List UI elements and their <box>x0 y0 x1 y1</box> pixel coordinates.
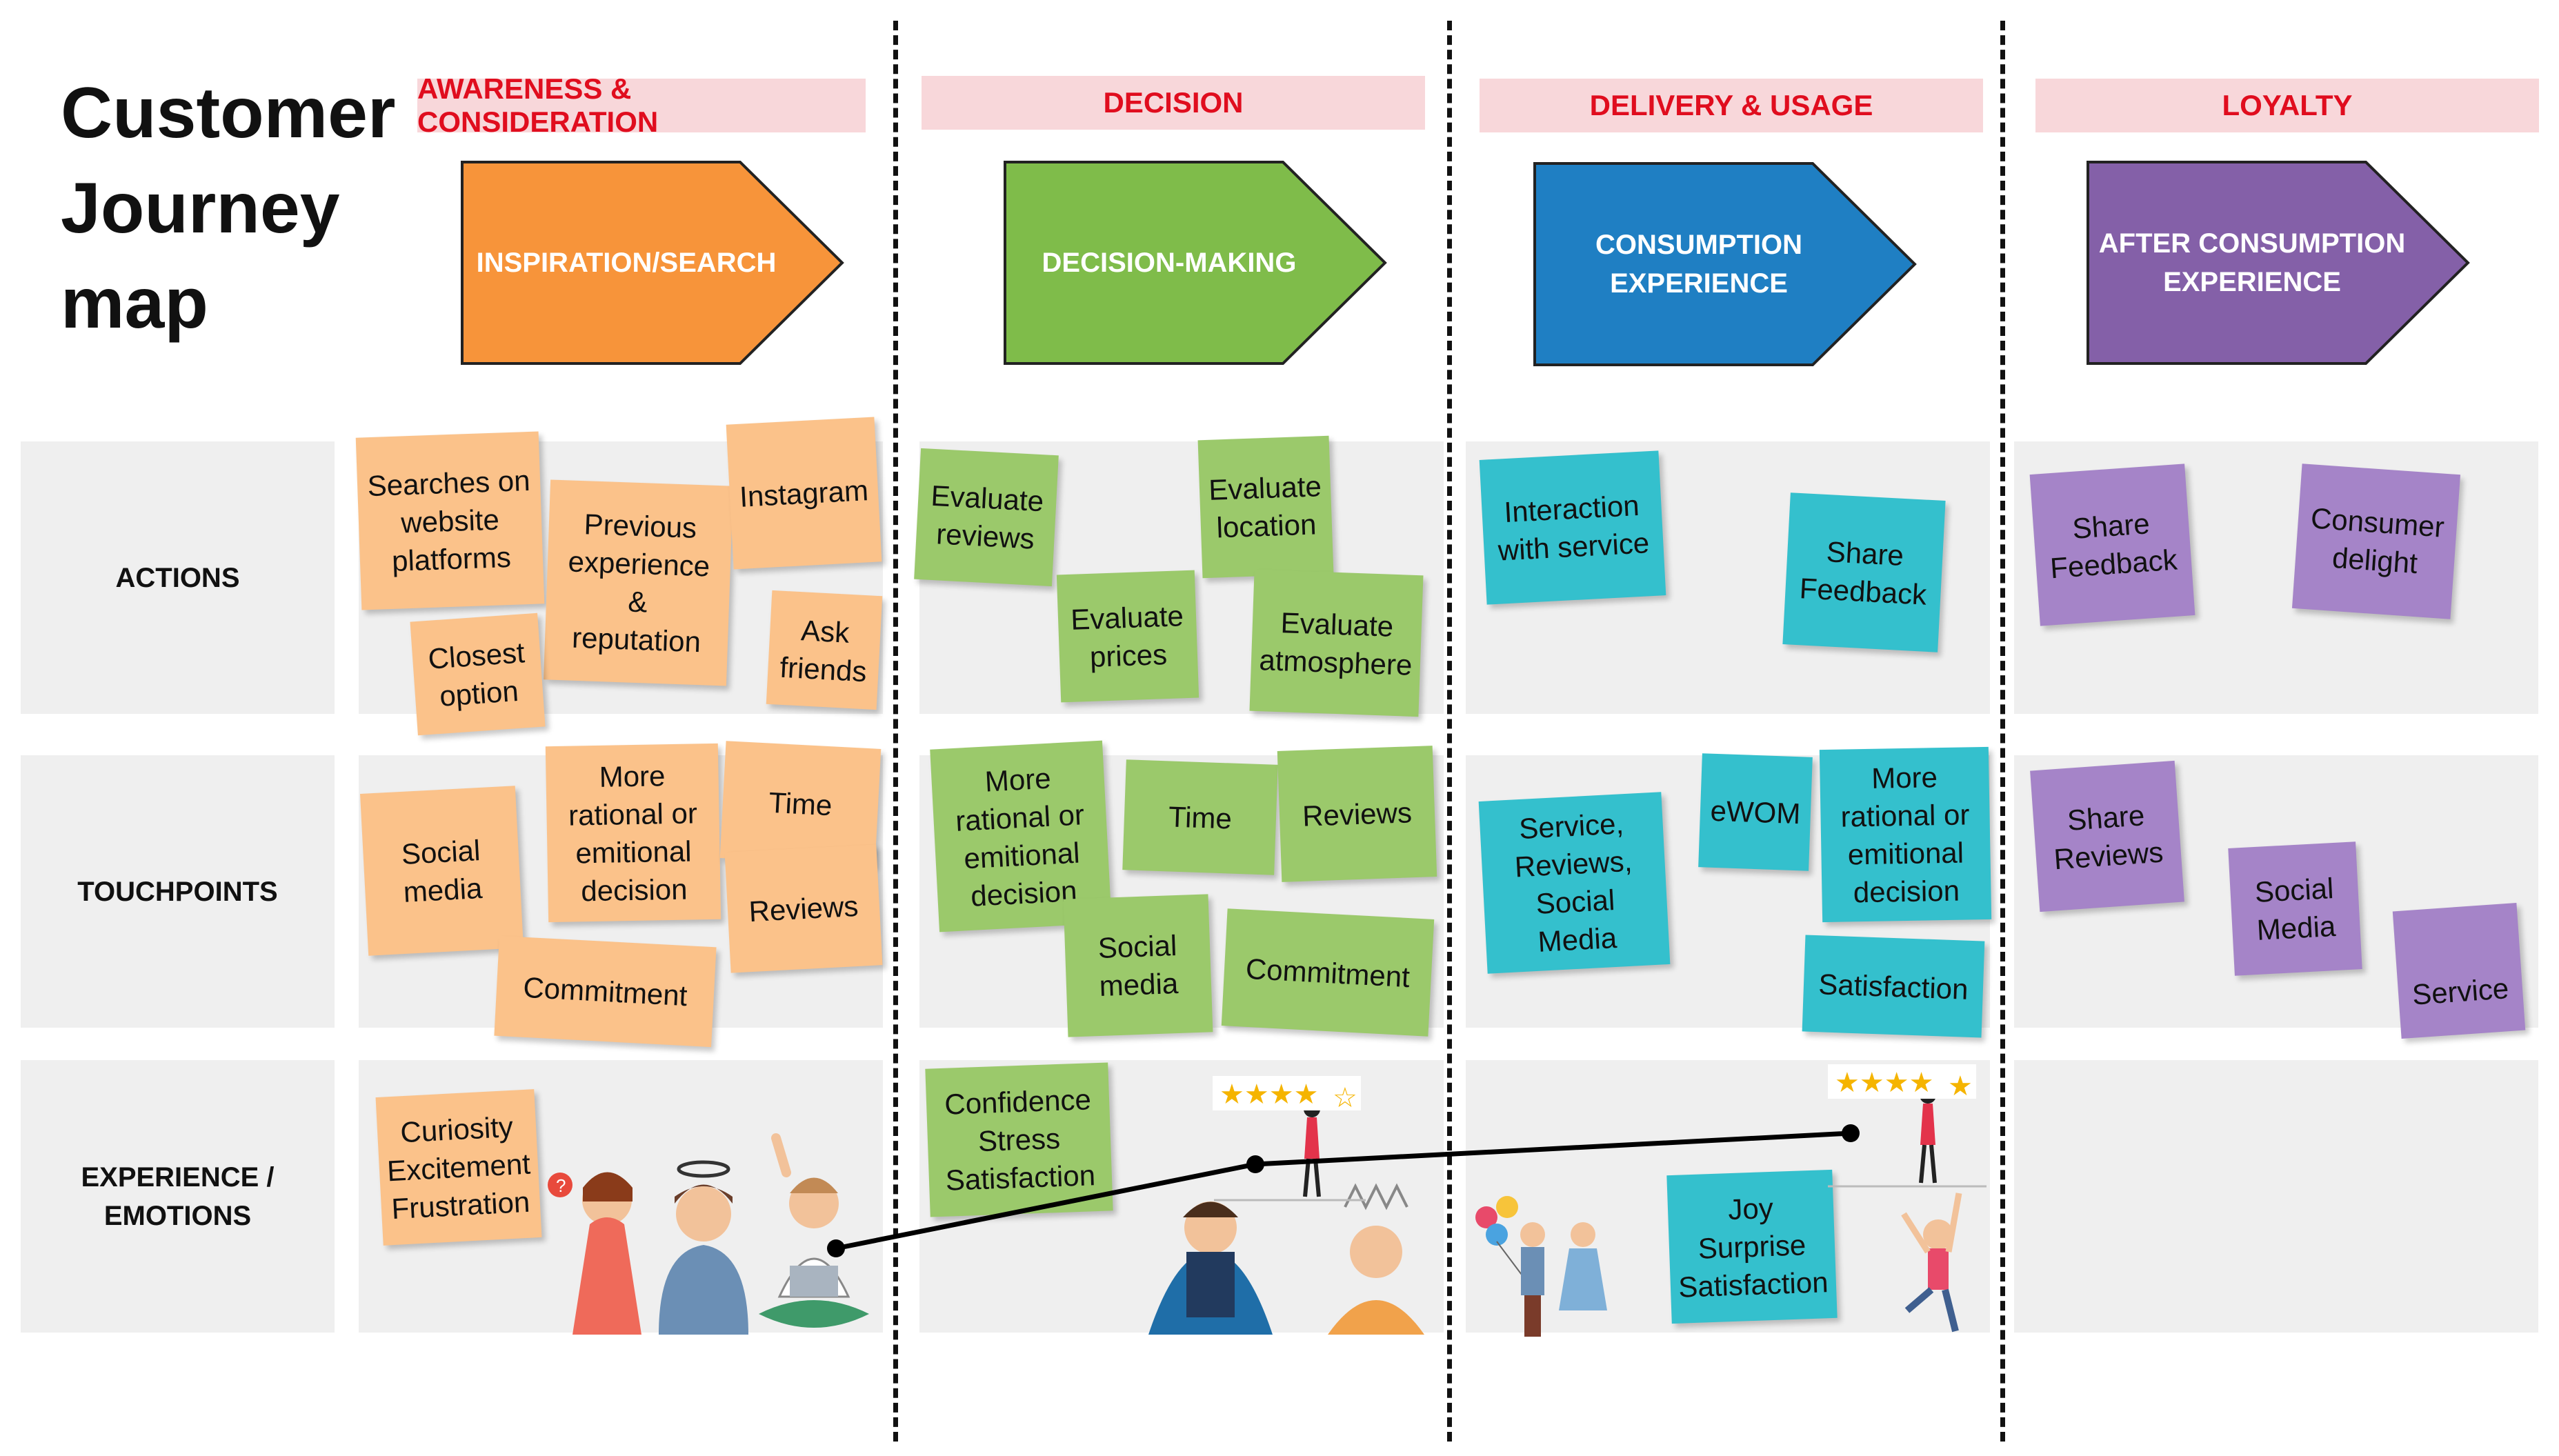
row-label-touchpoints: TOUCHPOINTS <box>21 755 335 1028</box>
businessman-hero-icon <box>1148 1201 1273 1335</box>
person-thinking-icon <box>659 1160 748 1335</box>
arrow-shape-icon <box>1533 162 1917 366</box>
stage-arrow-decision-making: DECISION-MAKING <box>1004 161 1390 365</box>
arrow-shape-icon <box>1004 161 1387 365</box>
person-on-rating-icon <box>1214 1101 1366 1201</box>
star-icon: ☆ <box>1333 1082 1357 1114</box>
stage-arrow-label: INSPIRATION/SEARCH <box>476 248 777 278</box>
stage-arrow-inspiration: INSPIRATION/SEARCH <box>461 161 847 365</box>
stage-divider <box>1447 21 1452 1442</box>
rating-stars-delivery: ★★★★ ★ <box>1828 1064 1976 1102</box>
stage-divider <box>893 21 898 1442</box>
stage-header-loyalty: LOYALTY <box>2035 79 2539 132</box>
page-title: Customer Journey map <box>61 66 419 351</box>
rating-stars-decision: ★★★★ ☆ <box>1213 1076 1361 1114</box>
person-stressed-icon <box>1328 1183 1424 1335</box>
arrow-shape-icon <box>461 161 844 365</box>
stage-header-delivery: DELIVERY & USAGE <box>1480 79 1983 132</box>
stage-divider <box>2000 21 2005 1442</box>
journey-line <box>827 1124 1860 1257</box>
title-line: Customer <box>61 73 396 153</box>
journey-point <box>827 1239 845 1257</box>
row-label-actions: ACTIONS <box>21 441 335 714</box>
journey-point <box>1246 1155 1264 1173</box>
stage-header-awareness: AWARENESS & CONSIDERATION <box>417 72 866 138</box>
stage-arrow-label: DECISION-MAKING <box>1042 248 1297 278</box>
arrow-shape-icon <box>2087 161 2470 365</box>
couple-balloons-icon <box>1475 1196 1607 1337</box>
person-jumping-icon <box>1901 1193 1962 1333</box>
title-line: Journey <box>61 168 340 248</box>
lane-loyalty-emotions <box>2014 1060 2538 1333</box>
title-line: map <box>61 263 208 343</box>
star-icon: ★ <box>1948 1070 1973 1102</box>
person-laptop-icon <box>759 1133 869 1328</box>
row-label-emotions: EXPERIENCE /EMOTIONS <box>21 1060 335 1333</box>
svg-text:?: ? <box>556 1175 566 1196</box>
journey-point <box>1842 1124 1860 1142</box>
star-icon: ★★★★ <box>1835 1067 1933 1099</box>
star-icon: ★★★★ <box>1219 1079 1318 1110</box>
stage-header-decision: DECISION <box>922 76 1425 130</box>
person-confused-icon: ? <box>548 1172 641 1335</box>
